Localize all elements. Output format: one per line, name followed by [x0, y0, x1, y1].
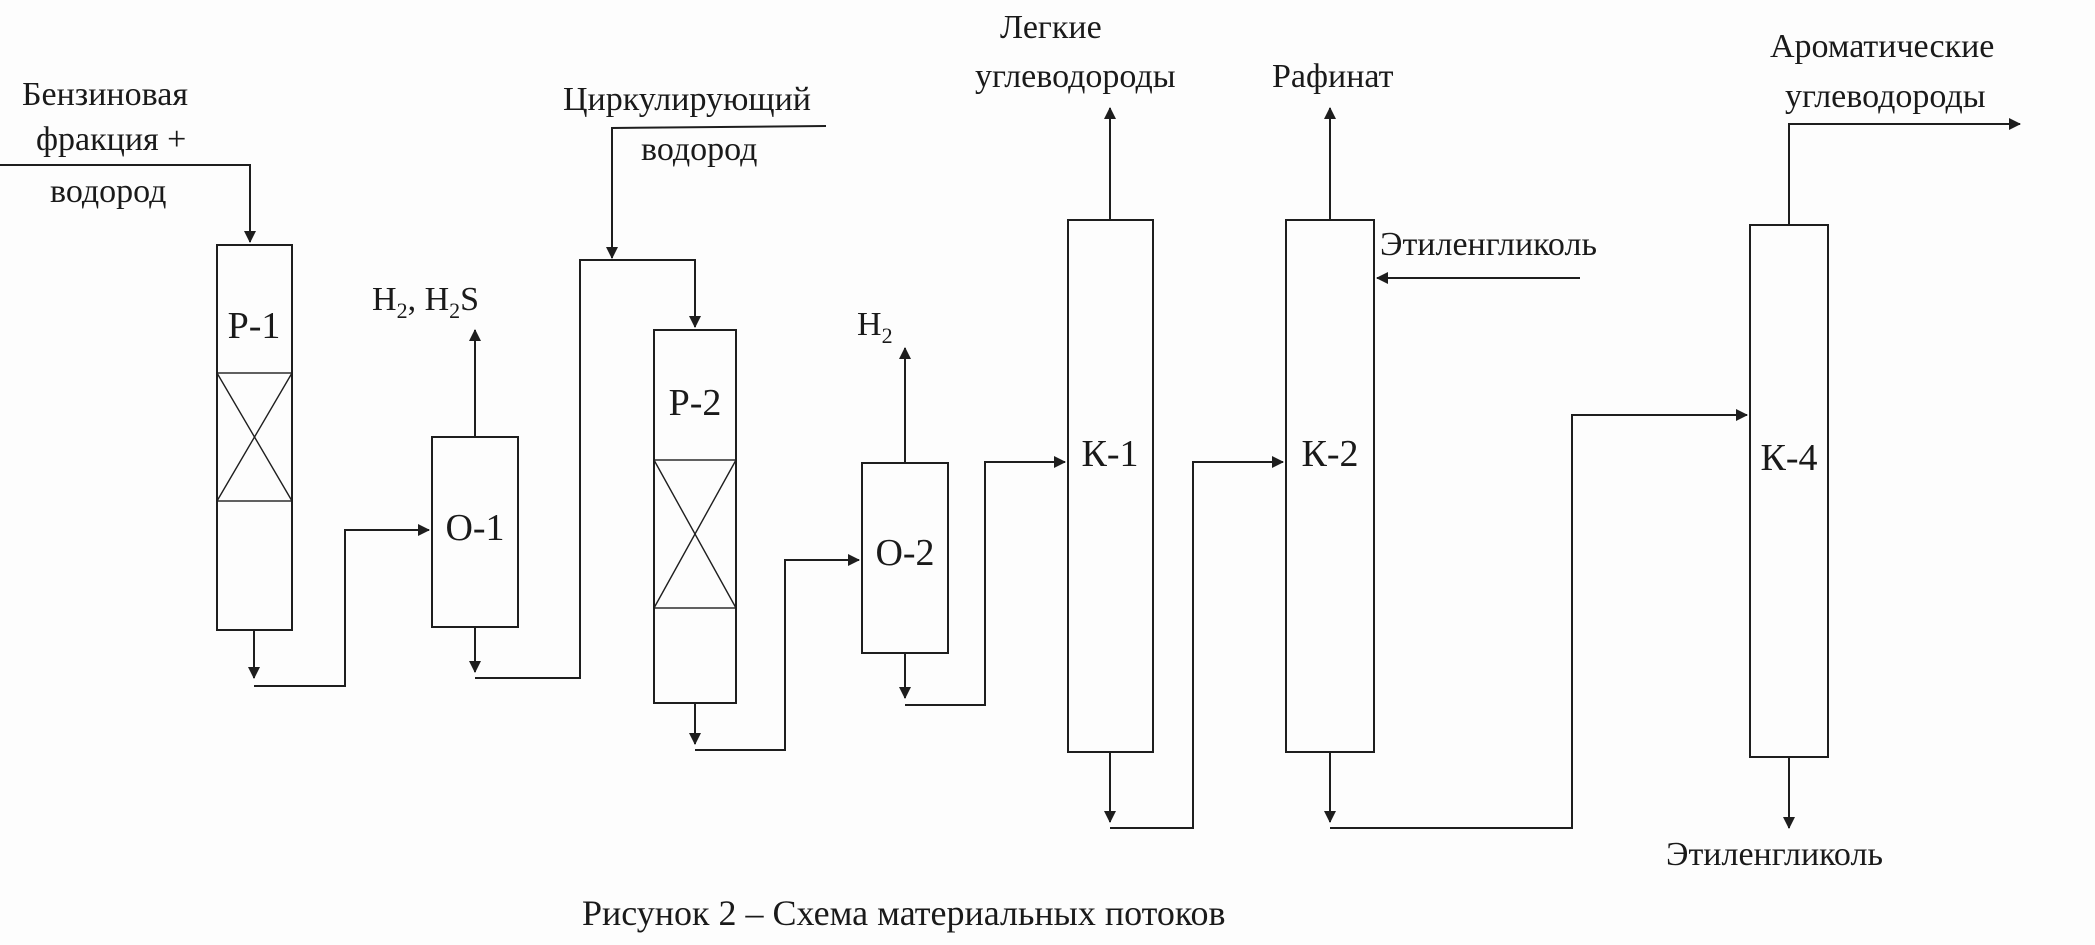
reactor-r2: Р-2 [653, 329, 737, 704]
ethylene-glycol-outlet-label: Этиленгликоль [1666, 836, 1883, 873]
separator-o1-label: О-1 [445, 507, 504, 549]
column-k4-label: К-4 [1761, 437, 1818, 479]
k2-to-k4-stream-arrow [1330, 409, 1748, 829]
ethylene-glycol-inlet-label: Этиленгликоль [1380, 226, 1597, 263]
separator-o2-label: О-2 [875, 532, 934, 574]
feed-label-line2: фракция + [36, 121, 186, 158]
aromatic-hydrocarbons-label-line2: углеводороды [1785, 78, 1986, 115]
feed-stream-arrow [0, 164, 256, 243]
aromatic-hydrocarbons-label-line1: Ароматические [1770, 28, 1994, 65]
o2-to-k1-stream-arrow [905, 456, 1066, 706]
o1-gas-label: H2, H2S [372, 281, 479, 323]
reactor-r1-label: Р-1 [228, 305, 281, 347]
k1-to-k2-stream-arrow [1110, 456, 1284, 829]
feed-label-line1: Бензиновая [22, 76, 188, 113]
reactor-r1: Р-1 [216, 244, 293, 631]
column-k4: К-4 [1749, 224, 1829, 758]
reactor-r2-label: Р-2 [669, 382, 722, 424]
column-k2-label: К-2 [1302, 433, 1359, 475]
reactor-r1-catalyst-bed [216, 372, 293, 502]
separator-o1: О-1 [431, 436, 519, 628]
separator-o2: О-2 [861, 462, 949, 654]
column-k1: К-1 [1067, 219, 1154, 753]
feed-label-line3: водород [50, 173, 166, 210]
column-k1-label: К-1 [1082, 433, 1139, 475]
figure-caption: Рисунок 2 – Схема материальных потоков [582, 893, 1226, 933]
light-hydrocarbons-label-line1: Легкие [1000, 9, 1102, 46]
column-k2: К-2 [1285, 219, 1375, 753]
column-k4-shell [1749, 224, 1829, 758]
o1-to-r2-stream-arrow [475, 259, 701, 679]
circulating-hydrogen-label-line2: водород [641, 131, 757, 168]
o2-gas-label: H2 [857, 306, 893, 348]
circulating-hydrogen-arrow [606, 125, 827, 259]
r2-to-o2-stream-arrow [695, 554, 860, 751]
aromatic-hydrocarbons-arrow [1788, 118, 2021, 225]
circulating-hydrogen-label-line1: Циркулирующий [563, 81, 811, 118]
r1-to-o1-stream-arrow [254, 524, 430, 687]
light-hydrocarbons-label-line2: углеводороды [975, 58, 1176, 95]
column-k2-shell [1285, 219, 1375, 753]
column-k1-shell [1067, 219, 1154, 753]
raffinate-label: Рафинат [1272, 58, 1394, 95]
reactor-r2-catalyst-bed [653, 459, 737, 609]
